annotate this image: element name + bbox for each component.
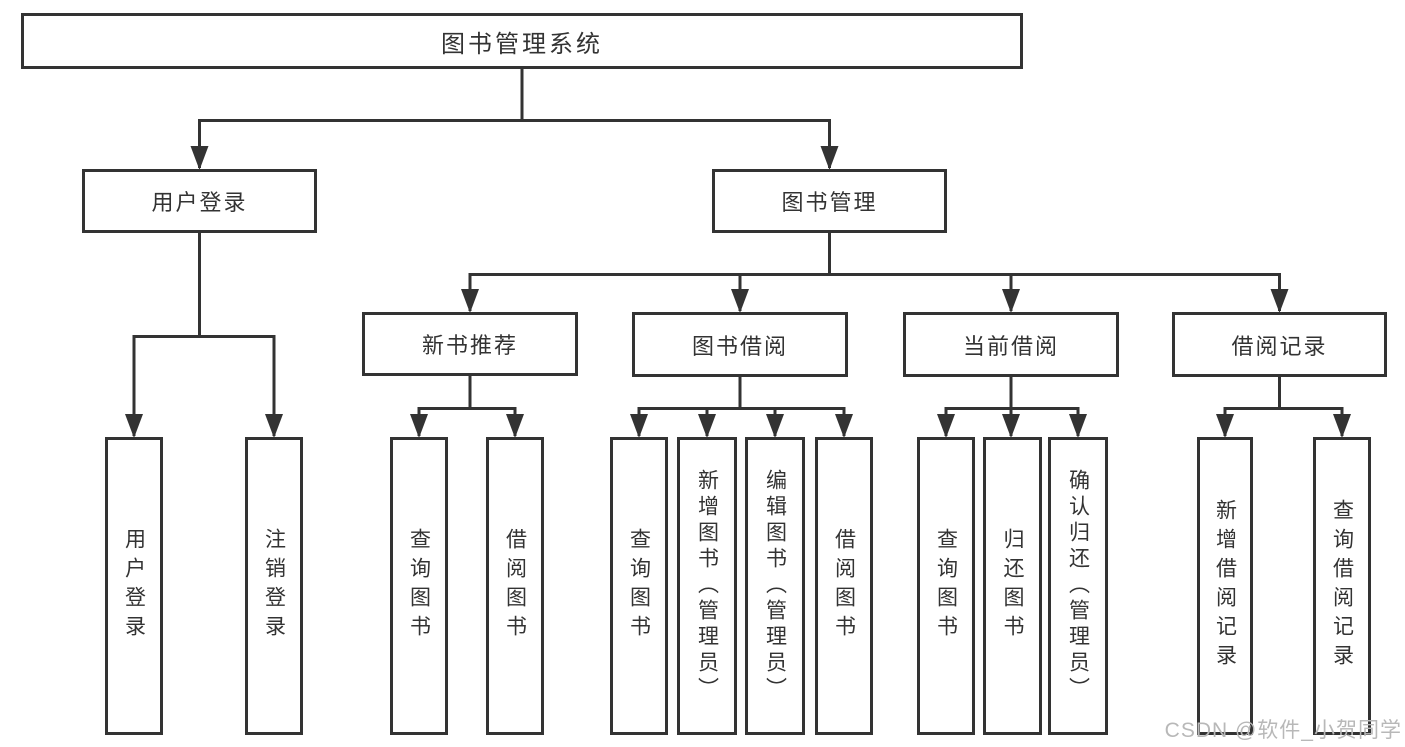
connector-new-rec-to-leaves <box>417 376 517 436</box>
leaf-query-books-recommend: 查询图书 <box>390 437 448 735</box>
leaf-user-login: 用户登录 <box>105 437 163 735</box>
arrow-down-icon <box>1333 414 1351 438</box>
leaf-edit-books-admin: 编辑图书（管理员） <box>745 437 805 735</box>
arrow-down-icon <box>766 414 784 438</box>
leaf-user-login-label: 用户登录 <box>122 528 146 644</box>
arrow-down-icon <box>1216 414 1234 438</box>
connector-records-to-leaves <box>1223 376 1344 436</box>
node-new-book-recommend: 新书推荐 <box>362 312 578 376</box>
arrow-down-icon <box>1002 289 1020 313</box>
leaf-confirm-return-admin: 确认归还（管理员） <box>1048 437 1108 735</box>
leaf-add-books-admin-label: 新增图书（管理员） <box>695 469 719 703</box>
arrow-down-icon <box>835 414 853 438</box>
arrow-down-icon <box>461 289 479 313</box>
connector-book-borrow-to-leaves <box>637 376 846 436</box>
node-book-borrow: 图书借阅 <box>632 312 848 377</box>
leaf-borrow-books-recommend-label: 借阅图书 <box>503 528 527 644</box>
connector-book-mgmt-to-level3 <box>468 233 1281 311</box>
leaf-borrow-books: 借阅图书 <box>815 437 873 735</box>
arrow-down-icon <box>506 414 524 438</box>
leaf-logout-label: 注销登录 <box>262 528 286 644</box>
leaf-edit-books-admin-label: 编辑图书（管理员） <box>763 469 787 703</box>
leaf-query-books-borrow: 查询图书 <box>610 437 668 735</box>
arrow-down-icon <box>265 414 283 438</box>
leaf-return-books-label: 归还图书 <box>1001 528 1024 644</box>
leaf-add-borrow-record: 新增借阅记录 <box>1197 437 1253 735</box>
node-library-system: 图书管理系统 <box>21 13 1023 69</box>
leaf-borrow-books-label: 借阅图书 <box>832 528 856 644</box>
csdn-watermark: CSDN @软件_小贺同学 <box>1164 719 1402 742</box>
leaf-query-books-current-label: 查询图书 <box>934 528 958 644</box>
leaf-logout: 注销登录 <box>245 437 303 735</box>
arrow-down-icon <box>410 414 428 438</box>
leaf-borrow-books-recommend: 借阅图书 <box>486 437 544 735</box>
leaf-query-books-current: 查询图书 <box>917 437 975 735</box>
arrow-down-icon <box>190 146 209 170</box>
arrow-down-icon <box>1270 289 1289 313</box>
arrow-down-icon <box>820 146 839 170</box>
arrow-down-icon <box>1069 414 1087 438</box>
leaf-query-borrow-record: 查询借阅记录 <box>1313 437 1371 735</box>
node-current-borrow: 当前借阅 <box>903 312 1119 377</box>
leaf-return-books: 归还图书 <box>983 437 1042 735</box>
leaf-add-borrow-record-label: 新增借阅记录 <box>1213 499 1237 673</box>
arrow-down-icon <box>1002 414 1020 438</box>
connector-lines <box>132 69 1344 436</box>
arrow-down-icon <box>630 414 648 438</box>
leaf-query-books-borrow-label: 查询图书 <box>627 528 651 644</box>
node-book-management: 图书管理 <box>712 169 947 233</box>
node-borrow-records: 借阅记录 <box>1172 312 1387 377</box>
connector-user-login-to-leaves <box>132 233 276 436</box>
leaf-query-books-recommend-label: 查询图书 <box>407 528 431 644</box>
node-user-login: 用户登录 <box>82 169 317 233</box>
connector-root-to-level2 <box>198 69 831 168</box>
arrow-down-icon <box>731 289 749 313</box>
arrow-down-icon <box>125 414 143 438</box>
arrow-down-icon <box>698 414 716 438</box>
leaf-add-books-admin: 新增图书（管理员） <box>677 437 737 735</box>
leaf-query-borrow-record-label: 查询借阅记录 <box>1330 499 1354 673</box>
leaf-confirm-return-admin-label: 确认归还（管理员） <box>1066 469 1090 703</box>
arrow-down-icon <box>937 414 955 438</box>
